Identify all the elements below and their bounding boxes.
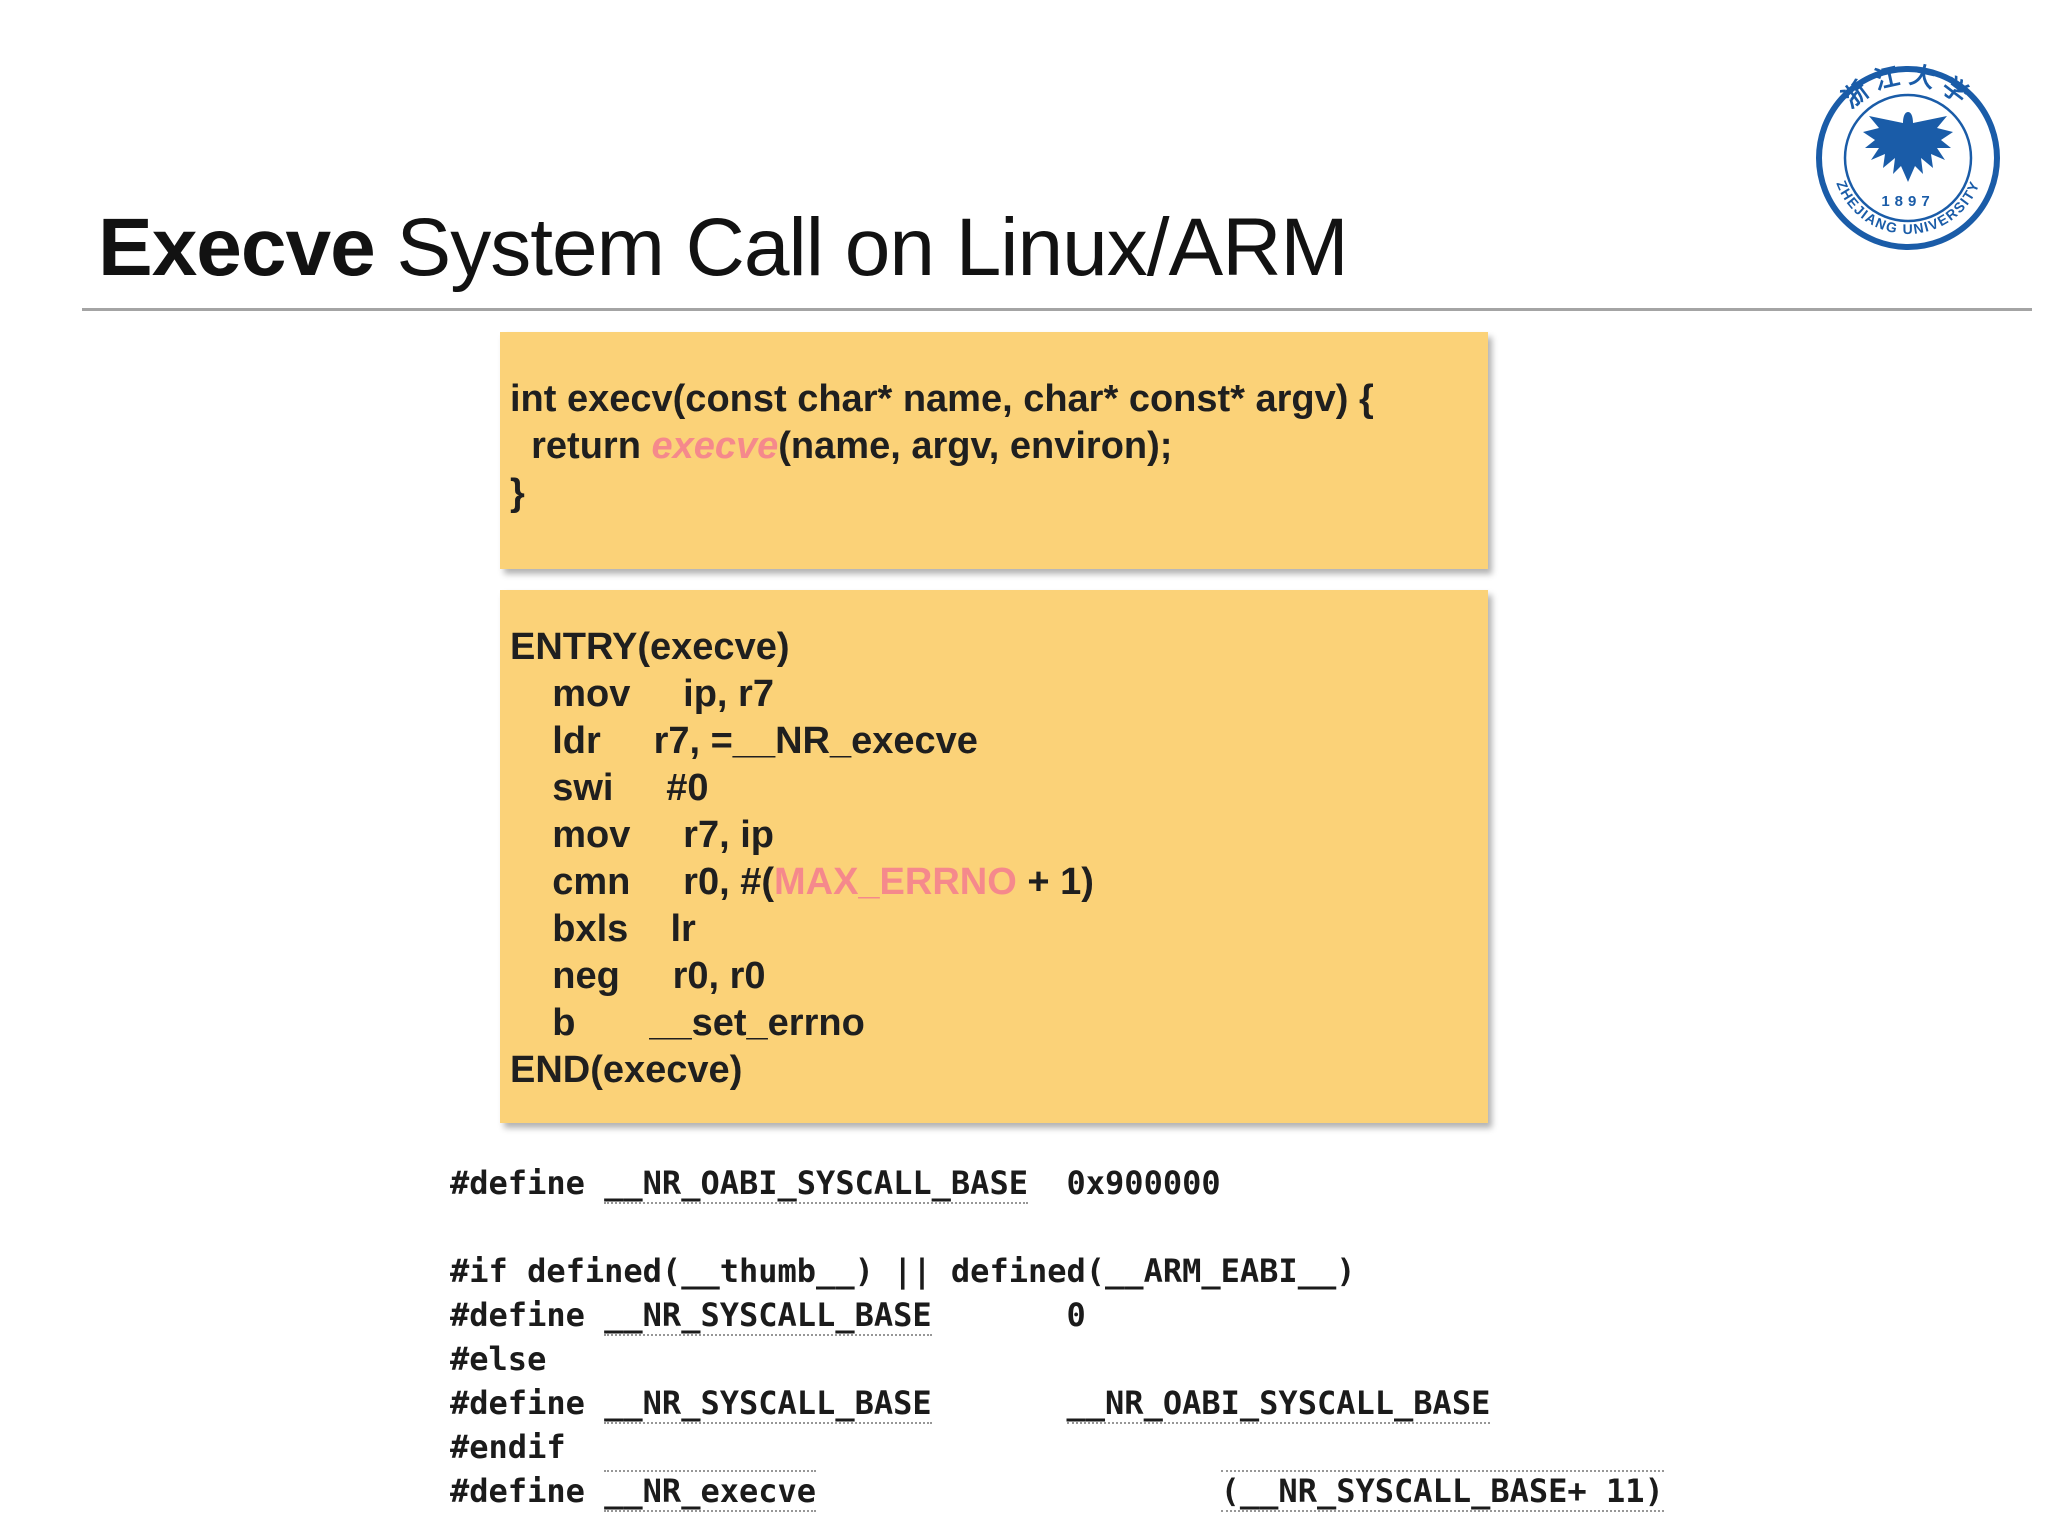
highlight-max-errno: MAX_ERRNO — [773, 861, 1017, 903]
define-identifier: __NR_SYSCALL_BASE — [604, 1384, 932, 1424]
asm-text: ldr r7, =__NR_execve — [510, 720, 978, 762]
define-text: #define — [450, 1384, 605, 1422]
define-text — [816, 1472, 1221, 1510]
asm-line-entry: ENTRY(execve) — [510, 624, 1488, 671]
define-line-endif: #endif — [450, 1425, 1664, 1469]
asm-text: END(execve) — [510, 1049, 743, 1091]
define-text: #define — [450, 1164, 605, 1202]
asm-text: swi #0 — [510, 767, 709, 809]
define-identifier: __NR_execve — [604, 1470, 817, 1512]
define-text: #else — [450, 1340, 547, 1378]
asm-line: mov ip, r7 — [510, 671, 1488, 718]
c-code-text: int execv(const char* name, char* const*… — [510, 378, 1374, 420]
c-code-text: return — [510, 425, 652, 467]
asm-text: mov r7, ip — [510, 814, 774, 856]
define-text — [932, 1384, 1067, 1422]
zhejiang-university-logo-icon: 浙江大学 ZHEJIANG UNIVERSITY 1897 — [1816, 62, 2000, 250]
define-text: #if defined(__thumb__) || defined(__ARM_… — [450, 1252, 1356, 1290]
highlight-execve: execve — [651, 425, 779, 467]
asm-line: mov r7, ip — [510, 812, 1488, 859]
asm-text: cmn r0, #( — [510, 861, 774, 903]
c-code-text: } — [510, 472, 525, 514]
define-identifier: __NR_SYSCALL_BASE — [604, 1296, 932, 1336]
asm-line-end: END(execve) — [510, 1047, 1488, 1094]
define-value: (__NR_SYSCALL_BASE+ 11) — [1220, 1470, 1664, 1512]
title-divider — [82, 308, 2032, 311]
c-code-line-2: return execve(name, argv, environ); — [510, 423, 1488, 470]
define-identifier: __NR_OABI_SYSCALL_BASE — [1066, 1384, 1491, 1424]
asm-text: neg r0, r0 — [510, 955, 766, 997]
define-line-if: #if defined(__thumb__) || defined(__ARM_… — [450, 1249, 1664, 1293]
define-text: #define — [450, 1296, 605, 1334]
define-line-4: #define __NR_execve (__NR_SYSCALL_BASE+ … — [450, 1469, 1664, 1513]
asm-line-cmn: cmn r0, #(MAX_ERRNO + 1) — [510, 859, 1488, 906]
define-value: 0 — [931, 1296, 1086, 1334]
title-rest: System Call on Linux/ARM — [374, 201, 1349, 293]
asm-text: b __set_errno — [510, 1002, 865, 1044]
define-identifier: __NR_OABI_SYSCALL_BASE — [604, 1164, 1028, 1204]
c-code-text: (name, argv, environ); — [778, 425, 1173, 467]
asm-text: mov ip, r7 — [510, 673, 774, 715]
title-keyword: Execve — [98, 201, 376, 293]
blank-line — [450, 1205, 1664, 1249]
define-line-3: #define __NR_SYSCALL_BASE __NR_OABI_SYSC… — [450, 1381, 1664, 1425]
define-line-2: #define __NR_SYSCALL_BASE 0 — [450, 1293, 1664, 1337]
define-text: #endif — [450, 1428, 566, 1466]
asm-line: swi #0 — [510, 765, 1488, 812]
logo-year: 1897 — [1881, 193, 1934, 210]
asm-line: neg r0, r0 — [510, 953, 1488, 1000]
define-line-1: #define __NR_OABI_SYSCALL_BASE 0x900000 — [450, 1161, 1664, 1205]
asm-line: ldr r7, =__NR_execve — [510, 718, 1488, 765]
define-value: 0x900000 — [1027, 1164, 1221, 1202]
defines-block: #define __NR_OABI_SYSCALL_BASE 0x900000 … — [450, 1161, 1664, 1513]
c-code-box: int execv(const char* name, char* const*… — [500, 332, 1488, 569]
asm-text: + 1) — [1016, 861, 1094, 903]
c-code-line-1: int execv(const char* name, char* const*… — [510, 376, 1488, 423]
asm-text: ENTRY(execve) — [510, 626, 790, 668]
asm-text: bxls lr — [510, 908, 696, 950]
c-code-line-3: } — [510, 470, 1488, 517]
define-line-else: #else — [450, 1337, 1664, 1381]
page-title: Execve System Call on Linux/ARM — [98, 201, 1349, 293]
asm-line: b __set_errno — [510, 1000, 1488, 1047]
define-text: #define — [450, 1472, 605, 1510]
asm-line: bxls lr — [510, 906, 1488, 953]
eagle-icon — [1863, 112, 1953, 182]
asm-code-box: ENTRY(execve) mov ip, r7 ldr r7, =__NR_e… — [500, 590, 1488, 1123]
